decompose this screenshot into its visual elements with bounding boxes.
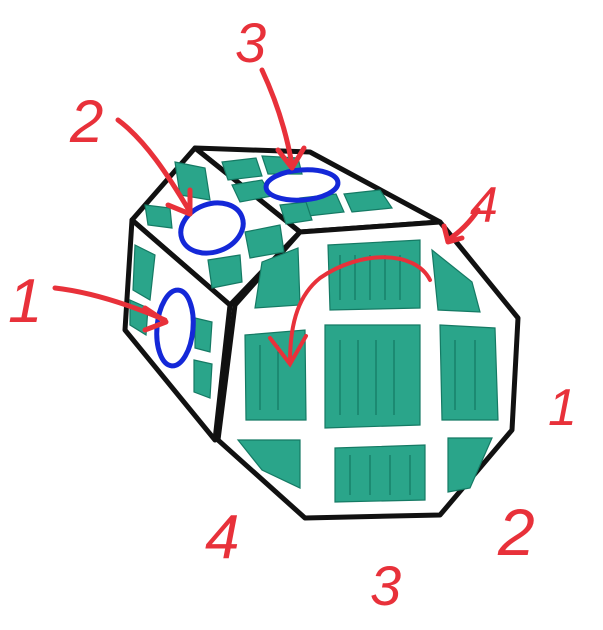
upper-left-face-tiles — [144, 161, 285, 289]
label-edge-4: 4 — [205, 503, 239, 572]
label-arrow-2: 2 — [69, 88, 103, 155]
label-edge-2: 2 — [497, 495, 535, 569]
pointer-arrow-3 — [259, 67, 295, 168]
pointer-arrow-2 — [115, 117, 193, 215]
label-edge-3: 3 — [370, 554, 401, 617]
label-edge-1: 1 — [548, 379, 577, 437]
pointer-arrow-4-head — [441, 223, 465, 245]
blue-circle-upper-left-face — [178, 200, 246, 256]
pointer-arrow-1-head — [142, 305, 169, 333]
label-arrow-1: 1 — [8, 267, 42, 336]
pointer-arrow-3-head — [275, 145, 307, 171]
pointer-arrow-4 — [445, 207, 481, 243]
label-arrow-3: 3 — [235, 11, 266, 74]
front-face-tiles — [236, 239, 499, 503]
blue-circle-top-face — [263, 167, 341, 203]
pointer-arrow-2-head — [165, 187, 193, 217]
rotation-arrow-head — [268, 334, 308, 368]
front-face-hatching — [259, 255, 476, 495]
label-corner-4: 4 — [470, 177, 498, 233]
rotation-arrow — [288, 255, 432, 364]
